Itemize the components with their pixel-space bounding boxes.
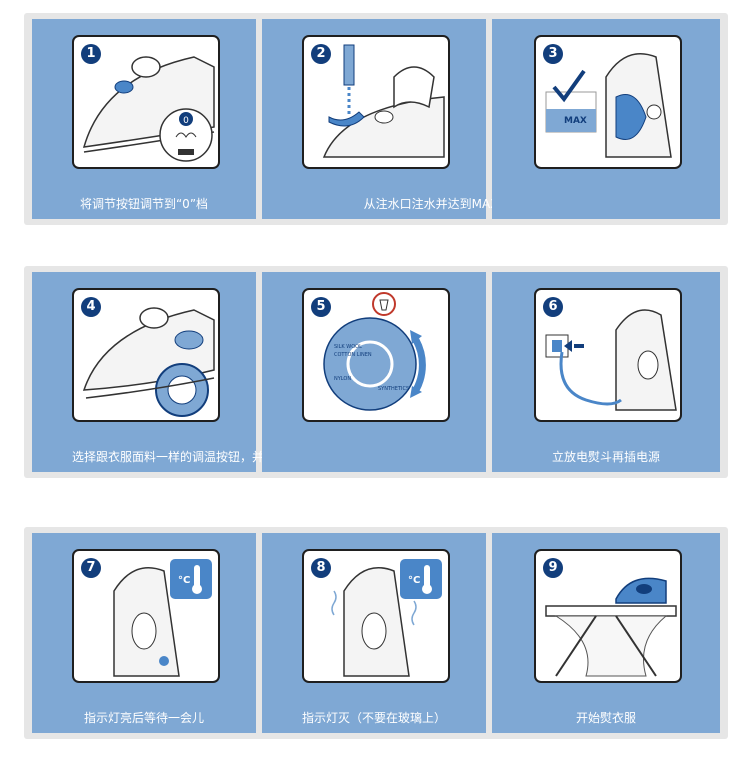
max-level-illustration: MAX xyxy=(545,53,672,158)
step-card-5: 5 SILK WOOL COTTON LINEN SYNTHETICS NYLO… xyxy=(302,288,450,422)
step-panel-4: 4 选择跟衣服面料一样的调温按钮，并将选择的面料类型对准此处的突出处 xyxy=(32,272,456,472)
water-fill-illustration xyxy=(322,44,445,158)
step-row-3: 7 °C 指示灯亮后等待一会儿 8 ° xyxy=(24,527,728,739)
dial-zero-label: 0 xyxy=(183,116,189,126)
dial-label-silk: SILK WOOL xyxy=(334,344,362,350)
iron-dial-illustration: 0 xyxy=(82,56,215,162)
step-row-2: 4 选择跟衣服面料一样的调温按钮，并将选择的面料类型对准此处的突出处 5 xyxy=(24,266,728,478)
step-card-4: 4 xyxy=(72,288,220,422)
max-label: MAX xyxy=(564,116,587,126)
step-caption: 立放电熨斗再插电源 xyxy=(551,450,661,464)
step-panel-5: 5 SILK WOOL COTTON LINEN SYNTHETICS NYLO… xyxy=(262,272,486,472)
step-card-2: 2 xyxy=(302,35,450,169)
step-panel-3: 3 MAX xyxy=(492,19,720,219)
step-caption: 将调节按钮调节到“0”档 xyxy=(79,197,209,211)
step-number-badge: 5 xyxy=(311,297,331,317)
temperature-unit-label: °C xyxy=(408,575,420,586)
step-panel-8: 8 °C 指示灯灭（不要在玻璃上） xyxy=(262,533,486,733)
step-caption: 指示灯亮后等待一会儿 xyxy=(83,711,205,725)
dial-label-cotton: COTTON LINEN xyxy=(334,352,372,358)
step-number-badge: 4 xyxy=(81,297,101,317)
step-panel-1: 1 0 将调节按钮调节到“0”档 xyxy=(32,19,256,219)
indicator-off-illustration: °C xyxy=(331,559,442,677)
step-panel-6: 6 立放电熨斗再插电源 xyxy=(492,272,720,472)
dial-label-nylon: NYLON xyxy=(334,376,351,382)
step-number-badge: 9 xyxy=(543,558,563,578)
step-panel-7: 7 °C 指示灯亮后等待一会儿 xyxy=(32,533,256,733)
step-card-3: 3 MAX xyxy=(534,35,682,169)
step-number-badge: 8 xyxy=(311,558,331,578)
step-card-1: 1 0 xyxy=(72,35,220,169)
step-card-7: 7 °C xyxy=(72,549,220,683)
step-panel-2: 2 从注水口注水并达到MAX的位置 xyxy=(262,19,534,219)
dial-label-synthetics: SYNTHETICS xyxy=(378,386,409,392)
step-number-badge: 1 xyxy=(81,44,101,64)
ironing-board-illustration xyxy=(545,577,677,677)
step-panel-9: 9 开始熨衣服 xyxy=(492,533,720,733)
indicator-on-illustration: °C xyxy=(113,559,212,677)
step-number-badge: 2 xyxy=(311,44,331,64)
fabric-dial-illustration: SILK WOOL COTTON LINEN SYNTHETICS NYLON xyxy=(323,292,426,411)
step-caption: 指示灯灭（不要在玻璃上） xyxy=(301,711,447,725)
temperature-unit-label: °C xyxy=(178,575,190,586)
plug-in-illustration xyxy=(545,309,677,411)
step-card-9: 9 xyxy=(534,549,682,683)
step-caption: 开始熨衣服 xyxy=(575,711,637,725)
step-number-badge: 7 xyxy=(81,558,101,578)
step-caption: 从注水口注水并达到MAX的位置 xyxy=(363,197,535,211)
temperature-dial-illustration xyxy=(82,307,215,417)
step-number-badge: 6 xyxy=(543,297,563,317)
step-card-6: 6 xyxy=(534,288,682,422)
step-row-1: 1 0 将调节按钮调节到“0”档 2 xyxy=(24,13,728,225)
step-card-8: 8 °C xyxy=(302,549,450,683)
step-number-badge: 3 xyxy=(543,44,563,64)
